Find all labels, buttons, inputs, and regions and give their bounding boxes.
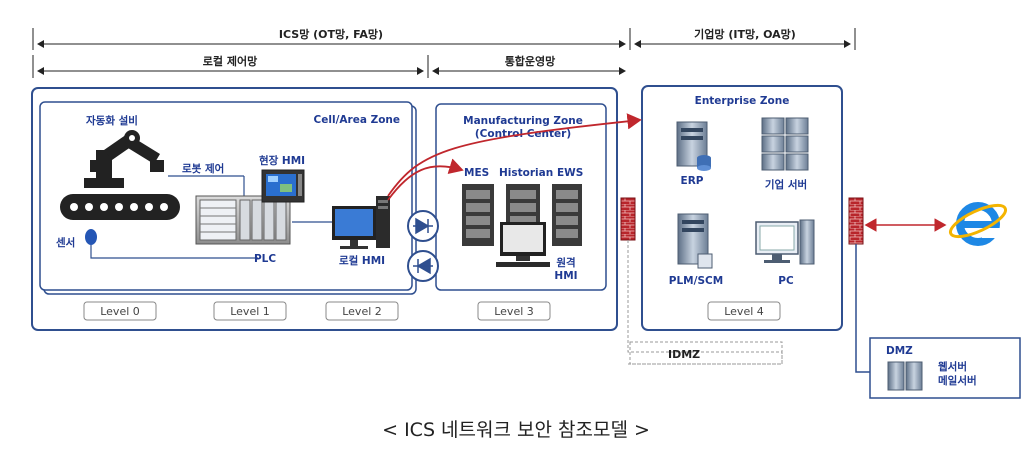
level-2-badge: Level 2 [325, 301, 399, 321]
web-server-label: 웹서버 [938, 360, 967, 373]
header-enterprise-label: 기업망 (IT망, OA망) [694, 27, 796, 41]
hmi-mes-link [387, 158, 464, 201]
enterprise-zone-box [641, 85, 843, 331]
svg-text:Level 0: Level 0 [100, 305, 140, 318]
level-3-badge: Level 3 [477, 301, 551, 321]
sensor-label: 센서 [56, 236, 75, 249]
remote-hmi-label-1: 원격 [556, 256, 575, 269]
sensor-icon [85, 229, 97, 245]
remote-hmi-monitor-icon [496, 222, 550, 267]
header-enterprise: 기업망 (IT망, OA망) [634, 27, 856, 50]
cell-area-zone-label: Cell/Area Zone [314, 114, 400, 126]
mes-server-icon [462, 184, 494, 246]
robot-arm-icon [84, 130, 164, 188]
dmz-firewall-icon [848, 197, 864, 245]
plc-label: PLC [254, 253, 276, 265]
robot-control-label: 로봇 제어 [182, 162, 224, 175]
automation-label: 자동화 설비 [86, 114, 138, 127]
sensor-link [90, 245, 258, 259]
enterprise-zone-label: Enterprise Zone [695, 95, 790, 107]
local-hmi-label: 로컬 HMI [339, 254, 385, 267]
svg-text:Level 2: Level 2 [342, 305, 382, 318]
header-integrated: 통합운영망 [432, 54, 626, 75]
pc-icon [755, 219, 815, 265]
data-diode-up-icon [407, 210, 439, 242]
field-hmi-label: 현장 HMI [259, 154, 305, 167]
level-1-badge: Level 1 [213, 301, 287, 321]
erp-server-icon [676, 121, 711, 171]
local-hmi-icon [332, 196, 390, 249]
ews-label: EWS [557, 167, 583, 179]
mail-server-label: 메일서버 [938, 374, 977, 387]
mes-label: MES [464, 167, 489, 179]
header-local: 로컬 제어망 [32, 54, 429, 78]
svg-text:Level 1: Level 1 [230, 305, 270, 318]
plm-scm-server-icon [677, 213, 713, 269]
level-0-badge: Level 0 [83, 301, 157, 321]
idmz-box [629, 341, 783, 365]
header-ics: ICS망 (OT망, FA망) [32, 27, 631, 50]
svg-text:Level 4: Level 4 [724, 305, 764, 318]
header-local-label: 로컬 제어망 [203, 54, 257, 68]
idmz-label: IDMZ [668, 348, 700, 361]
header-ics-label: ICS망 (OT망, FA망) [279, 27, 383, 41]
dmz-link [855, 244, 870, 373]
diagram-caption: < ICS 네트워크 보안 참조모델 > [382, 419, 650, 441]
plm-scm-label: PLM/SCM [669, 275, 723, 287]
field-hmi-icon [261, 169, 305, 203]
ews-server-icon [552, 184, 582, 246]
internet-explorer-icon [948, 202, 1008, 246]
corp-server-icon [761, 117, 809, 171]
remote-hmi-label-2: HMI [554, 270, 577, 282]
hmi-erp-link [387, 113, 642, 197]
erp-label: ERP [681, 175, 704, 187]
svg-text:Level 3: Level 3 [494, 305, 534, 318]
dmz-label: DMZ [886, 345, 913, 357]
idmz-firewall-icon [620, 197, 636, 241]
corp-server-label: 기업 서버 [765, 178, 807, 191]
pc-label: PC [778, 275, 794, 287]
plc-icon [195, 195, 291, 245]
level-4-badge: Level 4 [707, 301, 781, 321]
manufacturing-zone-label: Manufacturing Zone [463, 115, 583, 127]
header-integrated-label: 통합운영망 [505, 54, 556, 68]
historian-label: Historian [499, 167, 553, 179]
data-diode-down-icon [407, 250, 439, 282]
conveyor-icon [60, 194, 180, 220]
dmz-server-icon [887, 361, 923, 391]
ics-zone-box [31, 87, 618, 331]
